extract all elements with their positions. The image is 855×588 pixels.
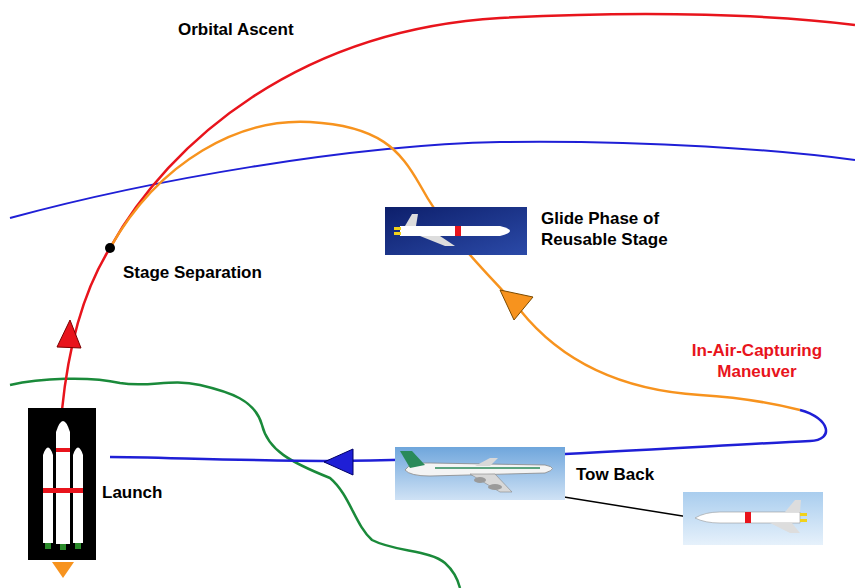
- separation-point: [105, 243, 115, 253]
- direction-arrow: [500, 290, 533, 320]
- diagram-label: In-Air-Capturing Maneuver: [668, 340, 846, 382]
- diagram-label: Stage Separation: [123, 262, 303, 283]
- glide-trajectory: [110, 122, 800, 410]
- direction-arrow: [324, 449, 353, 475]
- diagram-label: Glide Phase of Reusable Stage: [541, 208, 701, 250]
- ascent-trajectory: [62, 14, 855, 410]
- direction-arrow: [57, 320, 81, 348]
- reusable-stage-image: [385, 207, 527, 255]
- diagram-label: Launch: [102, 482, 192, 503]
- towed-stage-image: [683, 492, 823, 545]
- towing-aircraft-image: [395, 447, 565, 500]
- launcher-image: [28, 408, 96, 578]
- coastline: [10, 379, 460, 588]
- diagram-label: Orbital Ascent: [178, 19, 348, 40]
- diagram-label: Tow Back: [576, 464, 676, 485]
